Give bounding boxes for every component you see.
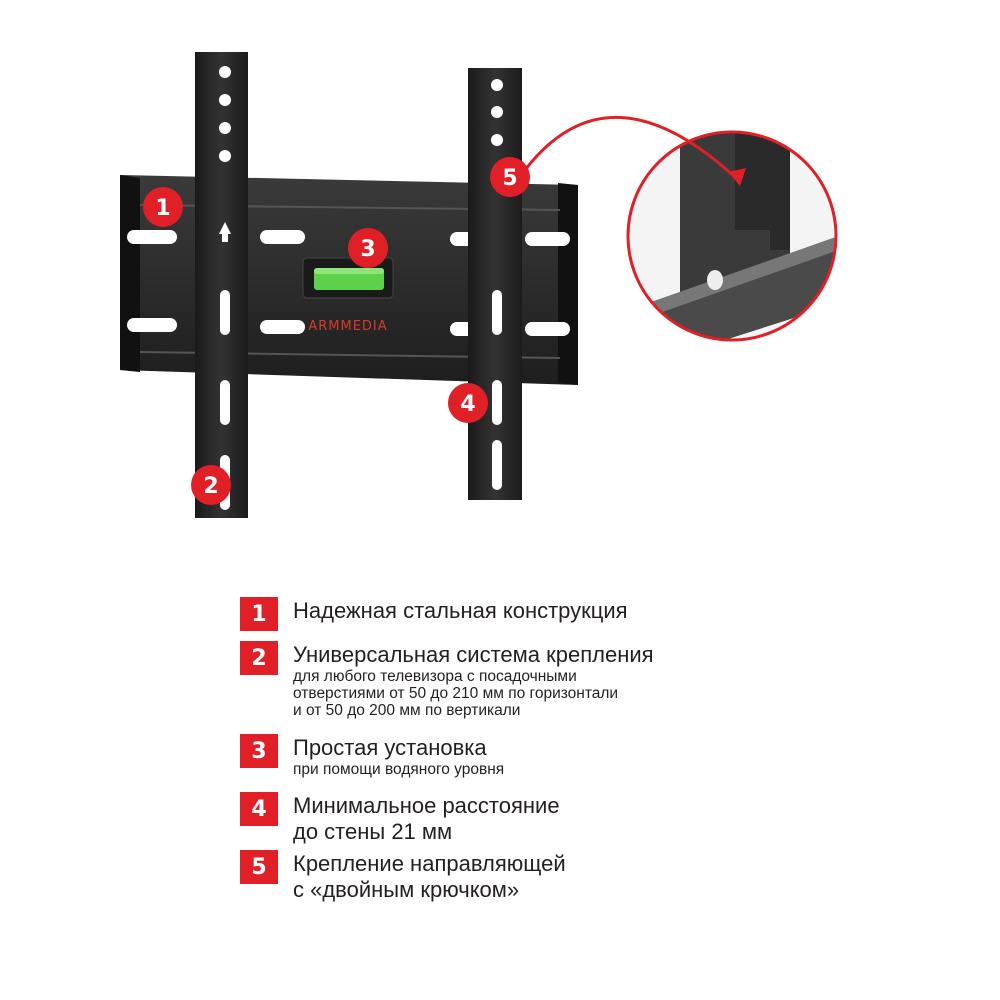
feature-title-line2: с «двойным крючком»: [293, 877, 520, 902]
feature-number: 5: [240, 850, 278, 884]
feature-detail: отверстиями от 50 до 210 мм по горизонта…: [293, 685, 619, 702]
callout-badge-3: 3: [348, 228, 388, 268]
brand-logo: ARMMEDIA: [308, 319, 387, 334]
svg-text:2: 2: [203, 474, 218, 499]
feature-title-line2: до стены 21 мм: [293, 819, 453, 844]
left-vertical-rail: [195, 52, 248, 518]
feature-title: Минимальное расстояние: [293, 793, 560, 818]
feature-number: 2: [240, 641, 278, 675]
callout-badge-4: 4: [448, 383, 488, 423]
feature-number: 1: [240, 597, 278, 631]
bracket-illustration: ARMMEDIA 1 2 3 4 5: [120, 52, 838, 518]
right-vertical-rail: [468, 68, 522, 500]
feature-detail: для любого телевизора с посадочными: [293, 668, 577, 685]
feature-detail: при помощи водяного уровня: [293, 761, 505, 778]
svg-text:5: 5: [502, 166, 517, 191]
feature-detail: и от 50 до 200 мм по вертикали: [293, 702, 521, 719]
feature-number: 3: [240, 734, 278, 768]
feature-number: 4: [240, 792, 278, 826]
svg-text:3: 3: [360, 237, 375, 262]
svg-text:4: 4: [460, 392, 475, 417]
feature-title: Простая установка: [293, 735, 487, 760]
detail-zoom-circle: [523, 115, 838, 342]
water-level: [302, 257, 394, 299]
callout-badge-2: 2: [191, 465, 231, 505]
svg-text:1: 1: [155, 196, 170, 221]
callout-badge-5: 5: [490, 157, 530, 197]
arrow-head-icon: [728, 168, 746, 186]
feature-title: Универсальная система крепления: [293, 642, 654, 667]
feature-title: Надежная стальная конструкция: [293, 598, 628, 623]
feature-title: Крепление направляющей: [293, 851, 566, 876]
callout-badge-1: 1: [143, 187, 183, 227]
